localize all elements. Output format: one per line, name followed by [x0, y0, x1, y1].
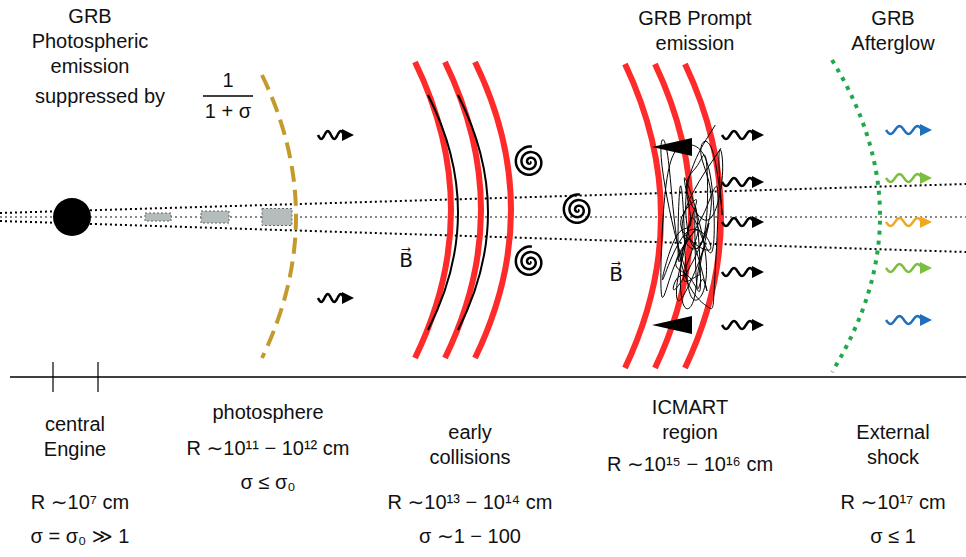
annotation-label: R ∼10⁷ cm — [31, 490, 129, 515]
annotation-label: External shock — [843, 420, 943, 470]
photon-arrowhead — [342, 129, 354, 141]
photon-arrowhead — [920, 262, 932, 274]
photon-arrowhead — [920, 314, 932, 326]
annotation-label: GRB Prompt emission — [615, 6, 775, 56]
photon-arrowhead — [920, 172, 932, 184]
annotation-label: B⃗ — [399, 248, 413, 273]
central-engine — [53, 198, 91, 236]
photon-arrowhead — [752, 319, 764, 331]
photon-wave — [722, 268, 754, 276]
field-line — [428, 95, 458, 330]
axis-tick — [52, 362, 53, 392]
emission-cone — [652, 316, 692, 334]
field-line — [458, 95, 488, 330]
annotation-label: photosphere — [212, 400, 323, 425]
photon-arrowhead — [752, 129, 764, 141]
photon-arrowhead — [920, 124, 932, 136]
photon-wave — [722, 178, 754, 186]
annotation-label: R ∼10¹³ − 10¹⁴ cm — [388, 490, 553, 515]
annotation-label: early collisions — [410, 420, 530, 470]
annotation-label: 1 — [222, 68, 233, 93]
photon-wave — [722, 131, 754, 139]
photon-wave — [318, 131, 344, 139]
photon-arrowhead — [752, 266, 764, 278]
annotation-label: GRB Photospheric emission — [20, 4, 160, 79]
photon-wave — [886, 218, 922, 226]
annotation-label: central Engine — [30, 412, 120, 462]
photon-arrowhead — [752, 176, 764, 188]
axis-tick — [97, 362, 98, 392]
photon-arrowhead — [920, 216, 932, 228]
turbulence-spiral — [564, 194, 590, 222]
photon-arrowhead — [752, 216, 764, 228]
turbulence-spiral — [516, 146, 542, 174]
annotation-label: σ ≤ σ₀ — [240, 470, 295, 495]
photon-wave — [886, 264, 922, 272]
shell-arc — [475, 62, 511, 358]
jet-blob — [145, 213, 171, 221]
annotation-label: suppressed by — [35, 84, 165, 109]
annotation-label: B⃗ — [609, 262, 623, 287]
annotation-label: R ∼10¹⁷ cm — [840, 490, 945, 515]
emission-cone — [652, 138, 692, 156]
turbulence-spiral — [516, 246, 542, 274]
jet-blob — [262, 209, 292, 226]
photon-wave — [318, 294, 344, 302]
annotation-label: 1 + σ — [205, 99, 251, 124]
photon-arrowhead — [342, 292, 354, 304]
external-shock — [832, 60, 880, 372]
annotation-label: σ ≤ 1 — [870, 524, 916, 549]
photosphere-shell — [262, 75, 296, 358]
jet-blob — [201, 211, 229, 223]
annotation-label: σ = σ₀ ≫ 1 — [31, 524, 130, 549]
axis-line — [10, 376, 966, 378]
shell-arc — [625, 64, 661, 368]
fraction-bar — [203, 95, 253, 97]
annotation-label: σ ∼1 − 100 — [419, 524, 521, 549]
annotation-label: ICMART region — [635, 395, 745, 445]
photon-wave — [886, 126, 922, 134]
annotation-label: GRB Afterglow — [838, 6, 948, 56]
annotation-label: R ∼10¹⁵ − 10¹⁶ cm — [607, 452, 773, 477]
photon-wave — [886, 174, 922, 182]
photon-wave — [722, 218, 754, 226]
annotation-label: R ∼10¹¹ − 10¹² cm — [187, 436, 350, 461]
photon-wave — [722, 321, 754, 329]
photon-wave — [886, 316, 922, 324]
